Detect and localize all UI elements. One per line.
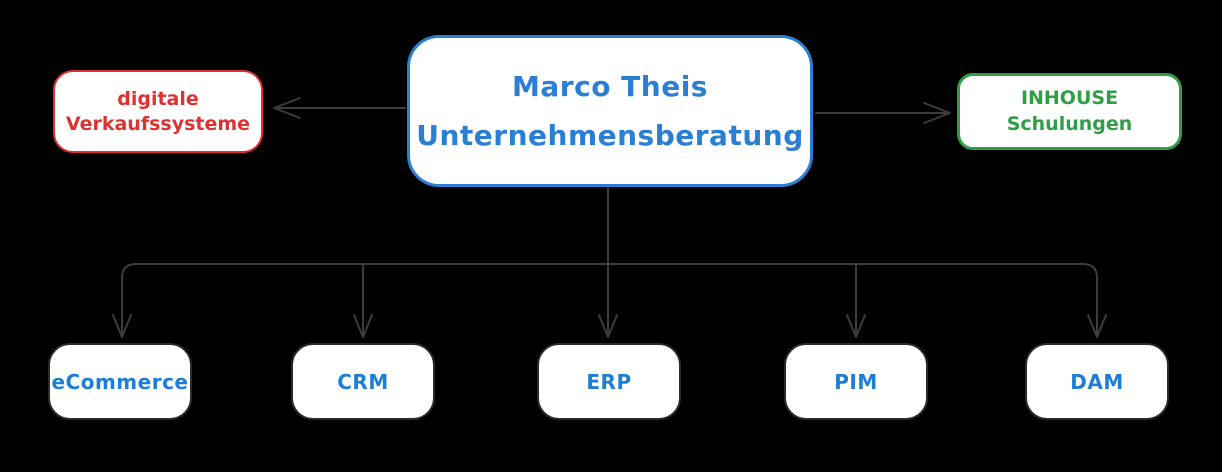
left-label-line2: Verkaufssysteme [65,112,251,135]
arrow-root-to-left [273,97,406,119]
right-label-line1: INHOUSE [1020,86,1119,109]
node-erp-label: ERP [586,369,632,394]
arrow-root-to-ecommerce [112,263,609,338]
node-erp: ERP [537,343,681,420]
node-crm-label: CRM [337,369,389,394]
arrow-root-to-erp [598,187,618,338]
node-crm: CRM [291,343,435,420]
node-pim-label: PIM [834,369,878,394]
node-pim: PIM [784,343,928,420]
root-label-line1: Marco Theis [512,70,708,103]
node-digitale-verkaufssysteme: digitale Verkaufssysteme [53,70,263,153]
arrow-root-to-crm [353,263,373,338]
node-dam: DAM [1025,343,1169,420]
node-root-marco-theis: Marco Theis Unternehmensberatung [407,35,813,187]
arrow-root-to-dam [607,263,1107,338]
right-label-line2: Schulungen [1006,112,1133,135]
node-inhouse-schulungen: INHOUSE Schulungen [957,73,1182,150]
arrow-root-to-right [815,102,951,124]
arrow-root-to-pim [846,263,866,338]
node-ecommerce: eCommerce [48,343,192,420]
root-label-line2: Unternehmensberatung [416,119,804,152]
node-dam-label: DAM [1070,369,1124,394]
left-label-line1: digitale [117,87,199,110]
node-ecommerce-label: eCommerce [51,369,189,394]
